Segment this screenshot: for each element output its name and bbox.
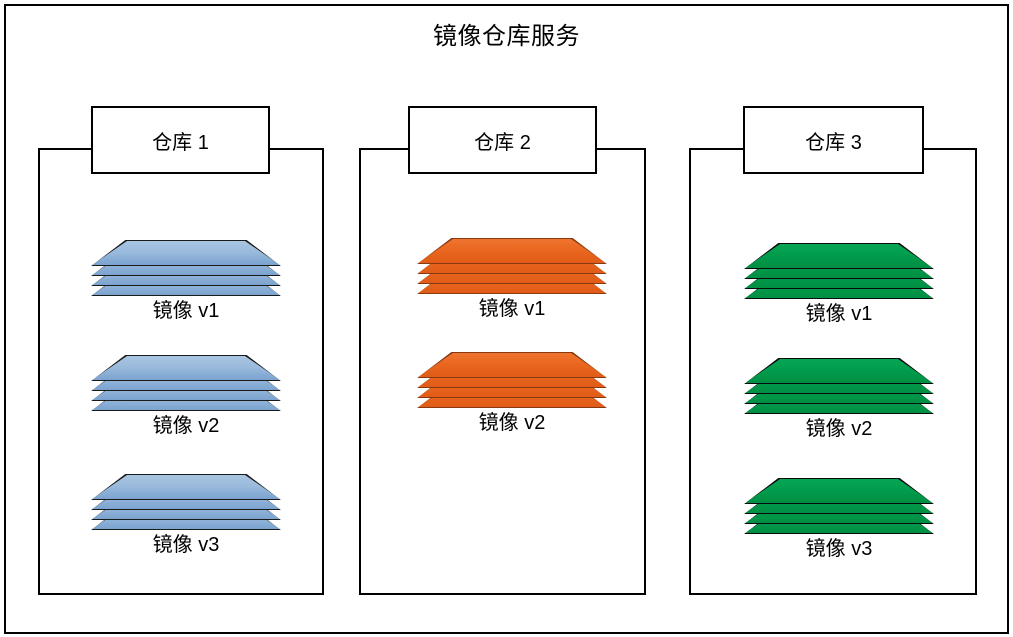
image-group-3-1[interactable]: 镜像 v1 xyxy=(744,243,934,327)
image-stack-label: 镜像 v3 xyxy=(805,538,873,560)
repository-label-3[interactable]: 仓库 3 xyxy=(743,106,924,174)
image-layer xyxy=(417,238,607,264)
image-group-2-1[interactable]: 镜像 v1 xyxy=(417,238,607,322)
image-layer xyxy=(91,355,281,381)
image-stack xyxy=(91,355,281,411)
image-stack-label: 镜像 v1 xyxy=(152,300,220,322)
image-stack xyxy=(744,478,934,534)
image-stack xyxy=(91,474,281,530)
repository-label-1-text: 仓库 1 xyxy=(152,131,209,154)
image-stack xyxy=(744,243,934,299)
image-layer xyxy=(91,240,281,266)
repository-label-2[interactable]: 仓库 2 xyxy=(408,106,597,174)
image-group-1-1[interactable]: 镜像 v1 xyxy=(91,240,281,324)
image-stack-label: 镜像 v1 xyxy=(805,303,873,325)
image-stack-label: 镜像 v2 xyxy=(152,415,220,437)
image-layer xyxy=(417,352,607,378)
image-stack xyxy=(417,352,607,408)
image-stack-label: 镜像 v2 xyxy=(478,412,546,434)
image-stack xyxy=(417,238,607,294)
image-layer xyxy=(744,478,934,504)
image-stack-label: 镜像 v3 xyxy=(152,534,220,556)
repository-label-3-text: 仓库 3 xyxy=(805,131,862,154)
image-layer xyxy=(744,243,934,269)
image-stack xyxy=(91,240,281,296)
image-stack-label: 镜像 v1 xyxy=(478,298,546,320)
image-group-1-3[interactable]: 镜像 v3 xyxy=(91,474,281,558)
page-title: 镜像仓库服务 xyxy=(433,23,580,50)
repository-label-1[interactable]: 仓库 1 xyxy=(91,106,270,174)
image-layer xyxy=(744,358,934,384)
image-group-3-3[interactable]: 镜像 v3 xyxy=(744,478,934,562)
image-group-2-2[interactable]: 镜像 v2 xyxy=(417,352,607,436)
repository-label-2-text: 仓库 2 xyxy=(474,131,531,154)
image-stack-label: 镜像 v2 xyxy=(805,418,873,440)
image-group-1-2[interactable]: 镜像 v2 xyxy=(91,355,281,439)
image-layer xyxy=(91,474,281,500)
image-group-3-2[interactable]: 镜像 v2 xyxy=(744,358,934,442)
image-stack xyxy=(744,358,934,414)
